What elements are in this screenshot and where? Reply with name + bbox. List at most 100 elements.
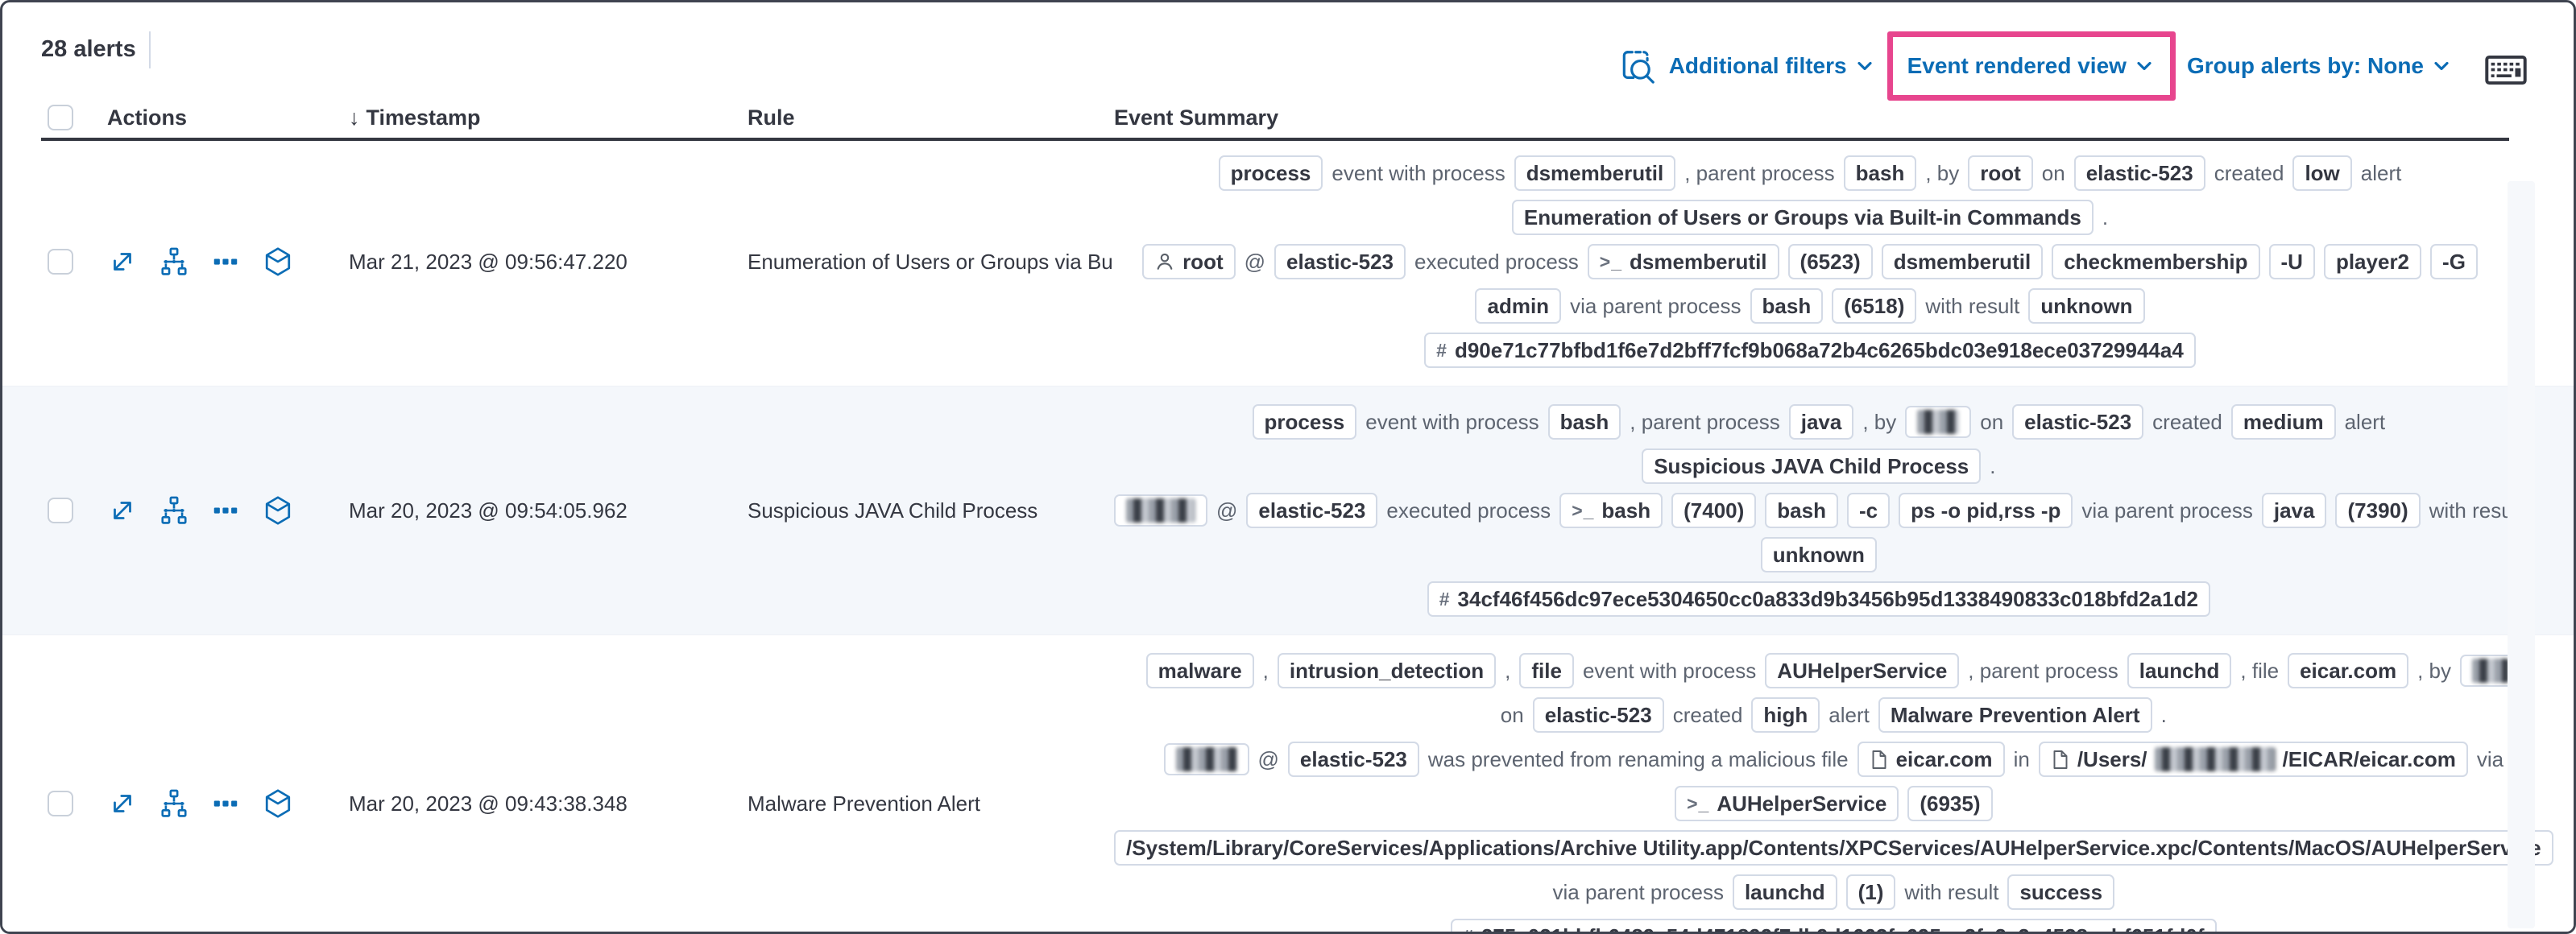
expand-icon <box>114 795 131 812</box>
event-field-badge[interactable]: process <box>1252 404 1357 440</box>
summary-text: executed process <box>1386 498 1551 523</box>
group-alerts-dropdown[interactable]: Group alerts by: None <box>2187 53 2453 79</box>
analyzer-button[interactable] <box>159 495 189 526</box>
event-field-badge[interactable]: -U <box>2268 244 2315 279</box>
event-field-badge[interactable]: elastic-523 <box>2073 155 2205 191</box>
event-field-badge[interactable]: #275a021bbfb6489e54d471899f7db9d1663fc69… <box>1451 919 2217 932</box>
timestamp-cell: Mar 21, 2023 @ 09:56:47.220 <box>349 249 627 274</box>
summary-text: alert <box>2360 160 2402 185</box>
summary-text: , <box>1262 658 1269 683</box>
event-field-badge[interactable]: success <box>2007 874 2115 910</box>
event-field-badge[interactable]: launchd <box>2127 653 2232 688</box>
event-field-badge[interactable]: Malware Prevention Alert <box>1878 697 2152 733</box>
event-field-badge[interactable]: dsmemberutil <box>1514 155 1676 191</box>
event-field-badge[interactable]: elastic-523 <box>2012 404 2144 440</box>
event-field-badge[interactable]: checkmembership <box>2052 244 2260 279</box>
event-field-badge[interactable]: elastic-523 <box>1287 742 1419 777</box>
event-field-badge[interactable]: player2 <box>2323 244 2422 279</box>
event-field-badge[interactable]: bash <box>1547 404 1621 440</box>
session-view-icon <box>265 247 291 276</box>
event-field-badge[interactable]: >_dsmemberutil <box>1587 244 1779 279</box>
expand-alert-button[interactable] <box>107 246 138 277</box>
event-field-badge[interactable] <box>1114 494 1207 527</box>
keyboard-shortcuts-button[interactable] <box>2485 54 2527 86</box>
select-all-checkbox[interactable] <box>48 105 73 130</box>
session-view-button[interactable] <box>262 787 294 820</box>
additional-filters-dropdown[interactable]: Additional filters <box>1669 53 1876 79</box>
event-field-badge[interactable]: root <box>1142 244 1236 279</box>
event-field-badge[interactable]: -c <box>1846 493 1891 528</box>
event-field-badge[interactable]: (6518) <box>1832 288 1917 324</box>
summary-line: #d90e71c77bfbd1f6e7d2bff7fcf9b068a72b4c6… <box>1424 333 2196 368</box>
event-field-badge[interactable]: (1) <box>1845 874 1896 910</box>
highlight-annotation-box: Event rendered view <box>1886 31 2176 101</box>
event-field-badge[interactable]: (6523) <box>1787 244 1873 279</box>
event-field-badge[interactable]: eicar.com <box>2288 653 2409 688</box>
event-rendered-view-label: Event rendered view <box>1907 53 2127 78</box>
event-field-badge[interactable]: bash <box>1765 493 1838 528</box>
session-view-button[interactable] <box>262 246 294 278</box>
event-field-badge[interactable]: >_bash <box>1559 493 1663 528</box>
event-field-badge[interactable]: elastic-523 <box>1532 697 1664 733</box>
summary-text: created <box>1672 702 1743 727</box>
event-field-badge[interactable]: ps -o pid,rss -p <box>1899 493 2073 528</box>
summary-text: via parent process <box>1552 879 1724 904</box>
event-field-badge[interactable]: unknown <box>1760 537 1877 572</box>
event-field-badge[interactable]: (7390) <box>2335 493 2421 528</box>
event-field-badge[interactable]: process <box>1218 155 1323 191</box>
event-field-badge[interactable]: file <box>1519 653 1574 688</box>
event-field-badge[interactable]: elastic-523 <box>1246 493 1378 528</box>
more-actions-button[interactable] <box>210 495 241 526</box>
event-field-badge[interactable]: /System/Library/CoreServices/Application… <box>1114 830 2553 866</box>
event-field-badge[interactable]: intrusion_detection <box>1277 653 1497 688</box>
expand-alert-button[interactable] <box>107 495 138 526</box>
event-field-badge[interactable]: (7400) <box>1671 493 1757 528</box>
event-field-badge[interactable]: Enumeration of Users or Groups via Built… <box>1511 200 2094 235</box>
column-header-timestamp[interactable]: ↓ Timestamp <box>349 105 481 130</box>
row-checkbox[interactable] <box>48 249 73 275</box>
analyzer-button[interactable] <box>159 788 189 819</box>
vertical-scrollbar[interactable] <box>2508 181 2535 928</box>
event-field-badge[interactable]: root <box>1968 155 2033 191</box>
analyzer-button[interactable] <box>159 246 189 277</box>
row-checkbox[interactable] <box>48 791 73 816</box>
event-field-badge[interactable] <box>1905 406 1972 438</box>
event-field-badge[interactable]: low <box>2292 155 2352 191</box>
event-rendered-view-dropdown[interactable]: Event rendered view <box>1907 53 2156 79</box>
event-field-badge[interactable]: malware <box>1145 653 1254 688</box>
summary-text: was prevented from renaming a malicious … <box>1427 746 1849 771</box>
event-field-badge[interactable]: launchd <box>1732 874 1837 910</box>
event-field-badge[interactable]: >_AUHelperService <box>1675 786 1899 821</box>
event-field-badge[interactable]: unknown <box>2028 288 2145 324</box>
event-field-badge[interactable]: bash <box>1843 155 1917 191</box>
event-field-badge[interactable]: bash <box>1750 288 1824 324</box>
summary-text: . <box>1990 453 1996 478</box>
event-field-badge[interactable]: dsmemberutil <box>1881 244 2044 279</box>
event-field-badge[interactable]: Suspicious JAVA Child Process <box>1642 448 1982 484</box>
keyboard-icon <box>2485 55 2527 85</box>
inspect-icon[interactable] <box>1621 48 1658 85</box>
event-field-badge[interactable]: admin <box>1475 288 1562 324</box>
event-field-badge[interactable]: medium <box>2230 404 2336 440</box>
event-field-badge[interactable] <box>1163 743 1249 775</box>
row-checkbox[interactable] <box>48 498 73 523</box>
event-field-badge[interactable]: -G <box>2430 244 2478 279</box>
expand-alert-button[interactable] <box>107 788 138 819</box>
session-view-button[interactable] <box>262 494 294 527</box>
event-field-badge[interactable]: java <box>1788 404 1854 440</box>
event-field-badge[interactable]: java <box>2261 493 2327 528</box>
more-actions-button[interactable] <box>210 788 241 819</box>
event-field-badge[interactable]: AUHelperService <box>1765 653 1960 688</box>
rule-cell: Suspicious JAVA Child Process <box>748 498 1038 523</box>
event-field-badge[interactable]: elastic-523 <box>1274 244 1406 279</box>
sort-descending-icon: ↓ <box>349 105 360 130</box>
event-field-badge[interactable]: (6935) <box>1907 786 1993 821</box>
event-field-badge[interactable]: /Users//EICAR/eicar.com <box>2038 742 2468 777</box>
event-field-badge[interactable]: eicar.com <box>1857 742 2005 777</box>
event-field-badge[interactable]: #d90e71c77bfbd1f6e7d2bff7fcf9b068a72b4c6… <box>1424 333 2196 368</box>
event-field-badge[interactable]: #34cf46f456dc97ece5304650cc0a833d9b3456b… <box>1427 581 2210 617</box>
event-field-badge[interactable]: high <box>1751 697 1820 733</box>
more-actions-button[interactable] <box>210 246 241 277</box>
